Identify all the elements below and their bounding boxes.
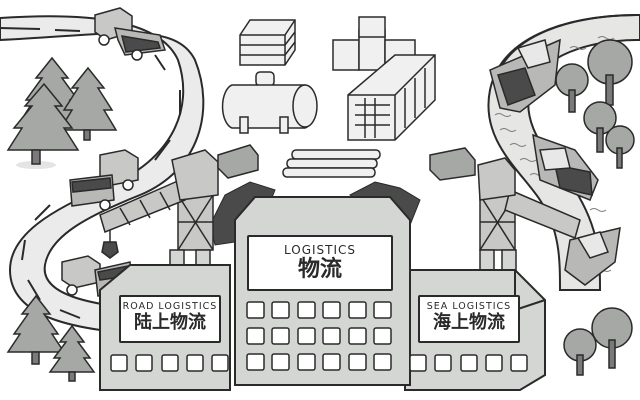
crate-stack (239, 19, 296, 66)
sea-sign-chinese: 海上物流 (433, 312, 505, 333)
ship-bottom (564, 227, 621, 286)
sea-sign-english: SEA LOGISTICS (426, 301, 512, 312)
pipe-bundle (282, 149, 381, 178)
road-sign-chinese: 陆上物流 (134, 312, 206, 333)
road-logistics-sign: ROAD LOGISTICS 陆上物流 (119, 295, 221, 343)
deciduous-trees-right (555, 39, 635, 376)
truck-middle (69, 149, 139, 211)
fuel-tank (221, 71, 318, 134)
main-sign-english: LOGISTICS (283, 243, 357, 257)
shipping-container (347, 54, 436, 141)
windows-left (110, 354, 229, 372)
ship-top (489, 38, 561, 113)
crane-right (429, 147, 581, 291)
ship-middle (532, 133, 599, 201)
windows-right (409, 354, 528, 372)
truck-top (94, 7, 167, 61)
windows-main (246, 301, 392, 371)
main-logistics-sign: LOGISTICS 物流 (247, 235, 393, 291)
sea-logistics-sign: SEA LOGISTICS 海上物流 (418, 295, 520, 343)
road-sign-english: ROAD LOGISTICS (122, 301, 218, 312)
pine-trees-left (6, 56, 118, 382)
main-sign-chinese: 物流 (297, 257, 342, 282)
